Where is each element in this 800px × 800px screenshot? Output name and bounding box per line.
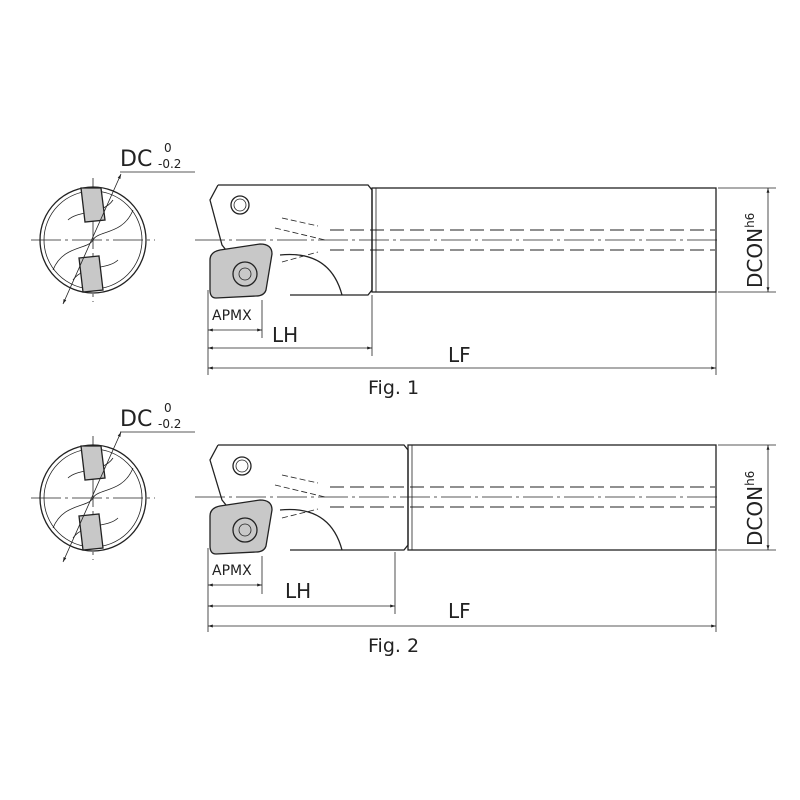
apmx-label: APMX — [212, 308, 252, 324]
dc-tol-upper: 0 — [164, 141, 172, 155]
end-view — [31, 432, 155, 562]
dc-label: DC — [120, 147, 152, 172]
lh-label: LH — [285, 579, 311, 603]
lf-label: LF — [448, 343, 471, 367]
fig-1-caption: Fig. 1 — [368, 377, 419, 399]
figure-2: DC 0 -0.2 APMX LH LF Fig. 2 — [31, 401, 776, 657]
dcon-label: DCONh6 — [743, 471, 767, 546]
figure-1: DC 0 -0.2 APMX LH LF Fig. 1 — [31, 141, 776, 399]
fig-2-caption: Fig. 2 — [368, 635, 419, 657]
lh-label: LH — [272, 323, 298, 347]
apmx-label: APMX — [212, 563, 252, 579]
tool-side-view — [195, 184, 720, 299]
end-view — [31, 174, 155, 304]
tool-side-view — [195, 444, 720, 555]
dc-tol-lower: -0.2 — [158, 157, 181, 171]
lf-label: LF — [448, 599, 471, 623]
dc-tol-lower: -0.2 — [158, 417, 181, 431]
dc-label: DC — [120, 407, 152, 432]
dcon-label: DCONh6 — [743, 213, 767, 288]
dc-tol-upper: 0 — [164, 401, 172, 415]
